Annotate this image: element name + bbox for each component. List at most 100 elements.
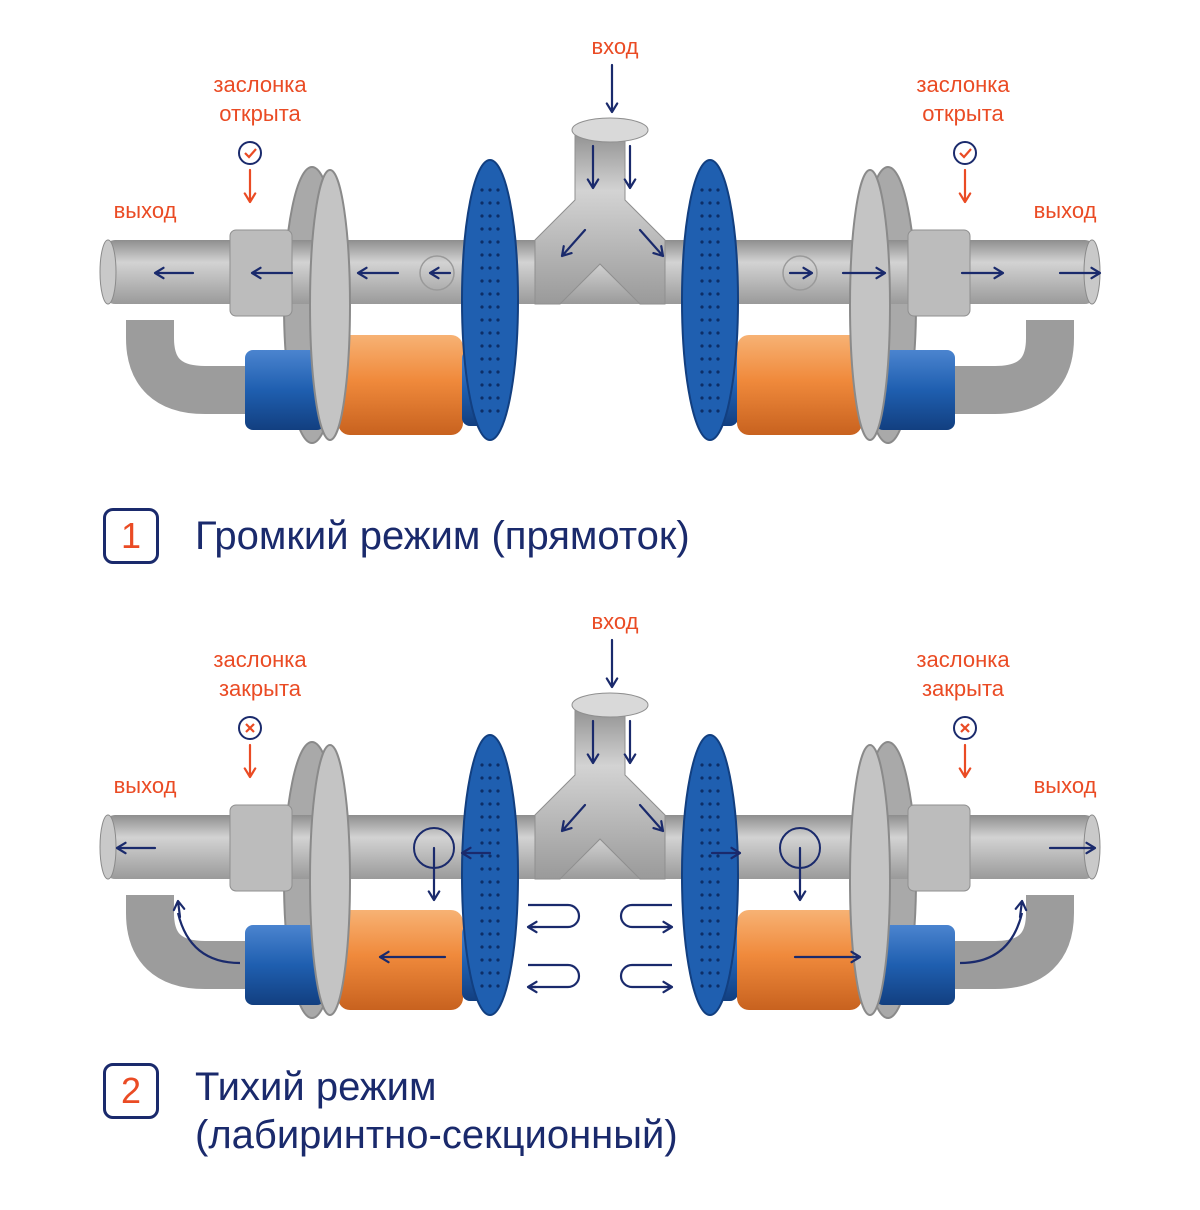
baffle-perforation [496,789,500,793]
baffle-perforation [480,201,484,205]
baffle-perforation [480,227,484,231]
labyrinth-flow-arrow [619,963,672,989]
baffle-perforation [496,383,500,387]
baffle-perforation [488,828,492,832]
damper-right-label: заслонка открыта [916,72,1010,126]
flow-arrow [623,719,637,765]
labyrinth-arrowhead [526,980,538,994]
y-splitter [534,129,666,305]
baffle-perforation [496,188,500,192]
baffle-perforation [488,984,492,988]
baffle-perforation [716,958,720,962]
baffle-perforation [496,227,500,231]
baffle-perforation [496,266,500,270]
baffle-perforation [496,945,500,949]
baffle-perforation [716,396,720,400]
left-orange-chamber [338,335,463,435]
right-blue-sleeve [875,925,955,1005]
flow-arrow [710,846,742,860]
baffle-perforation [700,945,704,949]
damper-left-label: заслонка открыта [213,72,307,126]
baffle-perforation [700,266,704,270]
left-orange-chamber [338,910,463,1010]
baffle-perforation [716,279,720,283]
quiet-mode-diagram: вход заслонка закрыта заслонка закрыта в… [0,595,1200,1085]
baffle-perforation [488,906,492,910]
flow-arrow [560,803,587,833]
left-blue-sleeve [245,925,325,1005]
baffle-perforation [488,318,492,322]
baffle-perforation [716,409,720,413]
baffle-perforation [496,763,500,767]
left-u-bend-pipe [126,895,245,989]
output-right-label: выход [1033,198,1097,223]
baffle-perforation [716,188,720,192]
baffle-perforation [480,932,484,936]
baffle-perforation [716,383,720,387]
baffle-perforation [480,240,484,244]
damper-right-indicator [953,141,977,165]
baffle-perforation [708,893,712,897]
labyrinth-flow-arrow [528,903,581,929]
baffle-perforation [488,802,492,806]
right-damper-nut [907,804,971,892]
baffle-perforation [480,789,484,793]
labyrinth-arrowhead [662,980,674,994]
damper-down-arrow [243,743,257,779]
flow-arrow [638,228,665,258]
baffle-perforation [488,893,492,897]
flow-arrow [586,144,600,190]
baffle-perforation [700,906,704,910]
baffle-perforation [700,214,704,218]
baffle-perforation [700,357,704,361]
baffle-perforation [480,919,484,923]
labyrinth-flow-arrow [528,963,581,989]
labyrinth-arrowhead [526,920,538,934]
baffle-perforation [716,815,720,819]
baffle-perforation [480,409,484,413]
baffle-perforation [496,828,500,832]
baffle-perforation [716,880,720,884]
flow-arrow [460,846,492,860]
baffle-perforation [480,880,484,884]
baffle-perforation [716,776,720,780]
baffle-perforation [488,227,492,231]
baffle-perforation [700,763,704,767]
left-blue-baffle [461,159,519,441]
right-front-flange [849,169,891,441]
down-into-chamber-arrow [427,846,441,902]
baffle-perforation [496,214,500,218]
right-orange-chamber [737,335,862,435]
baffle-perforation [708,370,712,374]
right-damper-nut [907,229,971,317]
baffle-perforation [496,841,500,845]
right-blue-sleeve [875,350,955,430]
baffle-perforation [480,266,484,270]
baffle-perforation [480,344,484,348]
baffle-perforation [708,409,712,413]
baffle-perforation [716,357,720,361]
flow-arrow [560,228,587,258]
baffle-perforation [496,776,500,780]
return-flow-arrowhead [172,899,186,919]
baffle-perforation [700,253,704,257]
y-splitter [534,704,666,880]
input-label: вход [591,34,639,59]
flow-arrow [115,841,157,855]
baffle-perforation [488,409,492,413]
baffle-perforation [708,932,712,936]
baffle-perforation [700,932,704,936]
baffle-perforation [496,893,500,897]
cross-icon [960,723,970,733]
baffle-perforation [496,253,500,257]
baffle-perforation [700,880,704,884]
baffle-perforation [716,828,720,832]
baffle-perforation [488,292,492,296]
main-pipe [105,240,1095,304]
flow-arrow [356,266,400,280]
baffle-perforation [700,227,704,231]
baffle-perforation [700,344,704,348]
baffle-perforation [488,763,492,767]
baffle-perforation [708,357,712,361]
baffle-perforation [480,776,484,780]
